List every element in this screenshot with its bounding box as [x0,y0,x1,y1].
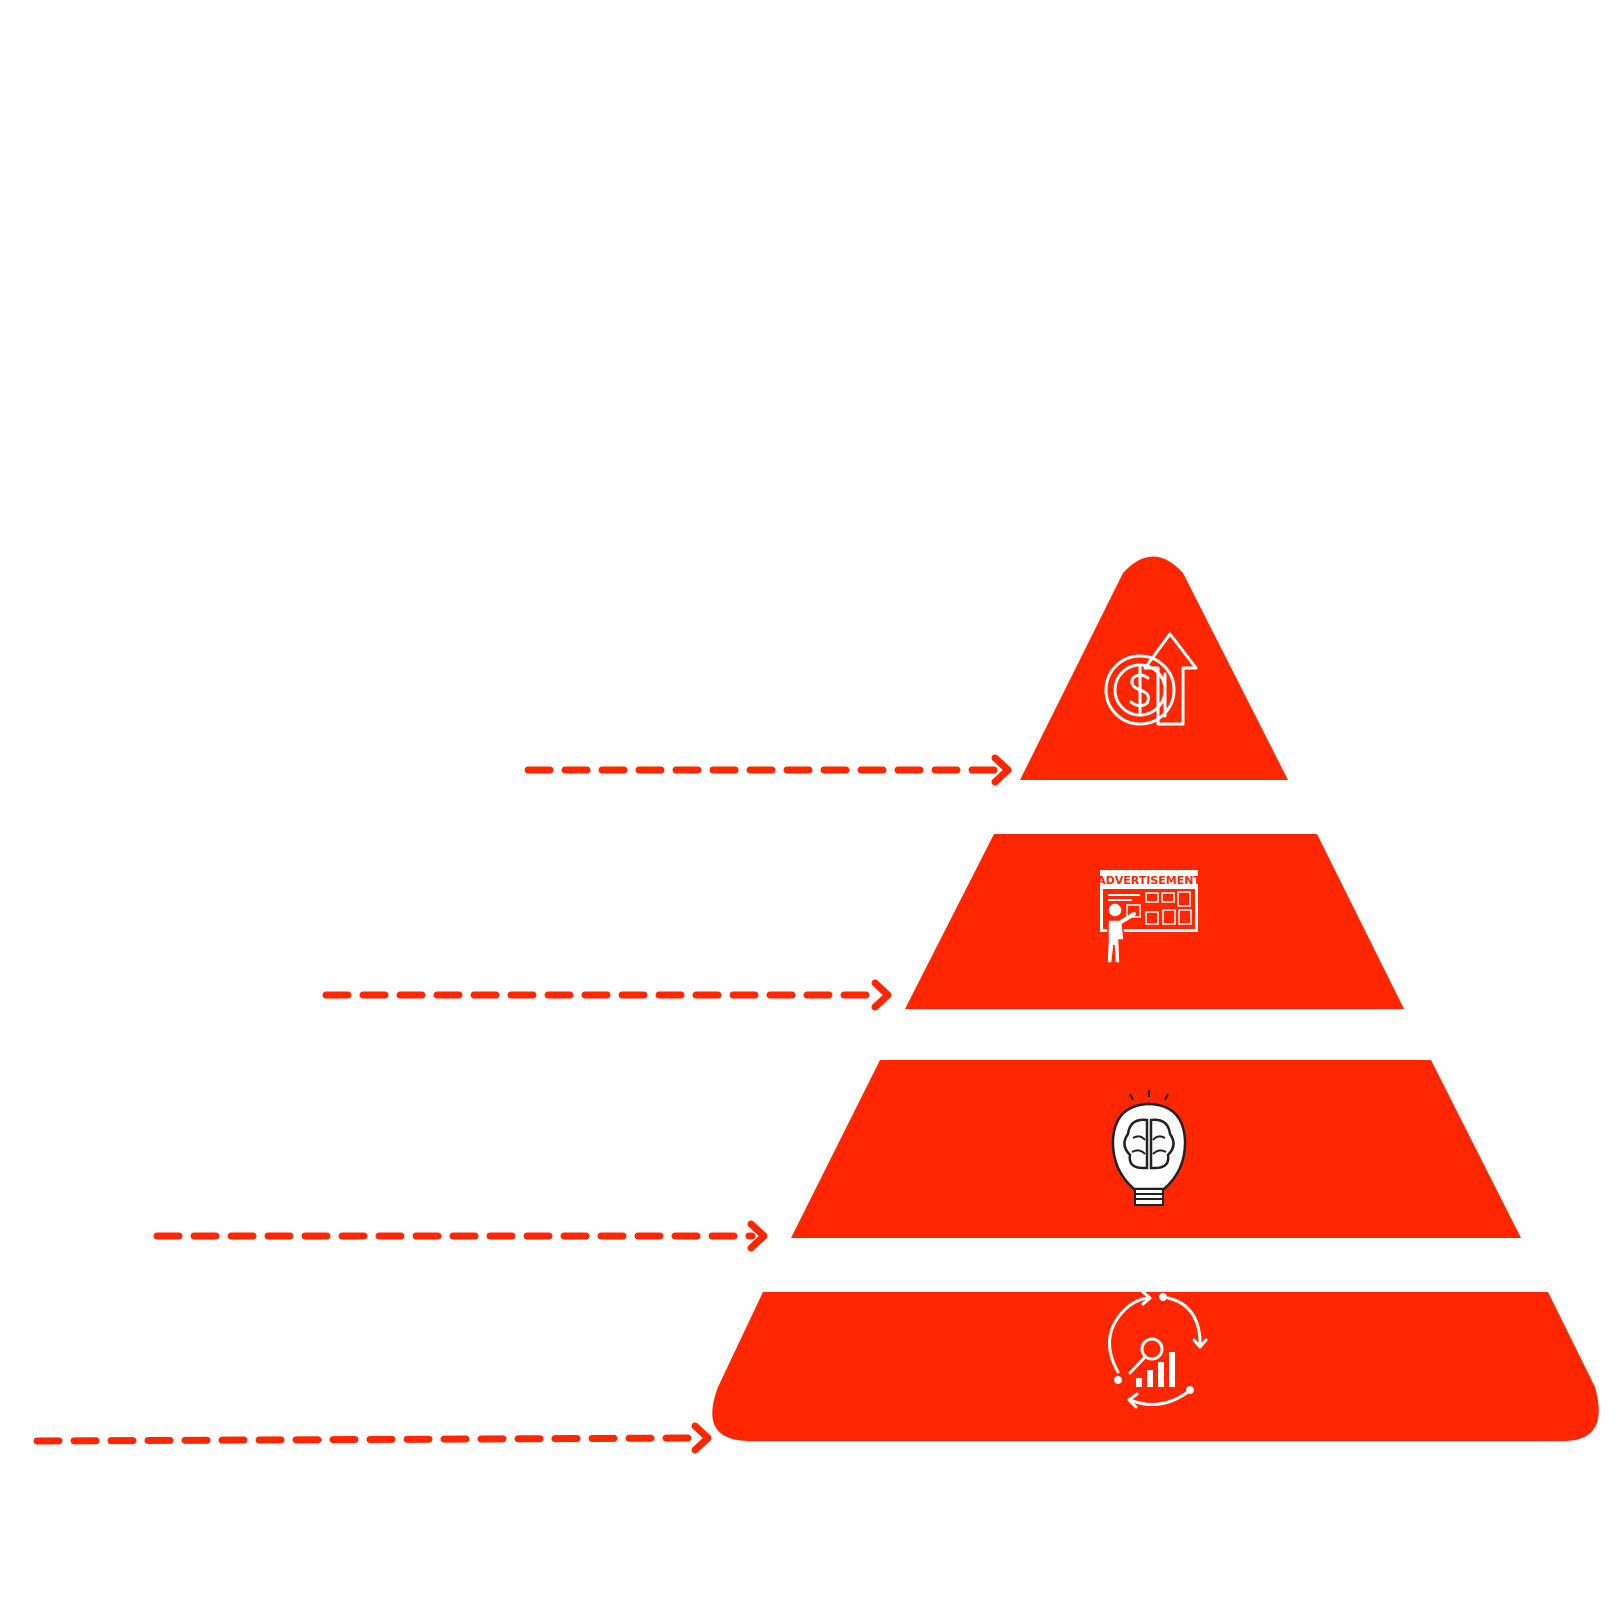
arrow-level-1 [524,754,1012,786]
level-1-caption-line-1: Кратное увеличение прибыли [530,671,1005,705]
advertisement-board-icon: ADVERTISEMENT [1097,870,1201,964]
lightbulb-brain-icon [1111,1090,1187,1206]
level-1-caption: Кратное увеличение прибыли и узнаваемост… [530,672,1030,738]
money-growth-icon [1104,632,1198,726]
pyramid-tier-4 [712,1292,1599,1441]
analytics-cycle-icon [1108,1290,1208,1409]
arrow-level-3 [153,1220,768,1252]
level-1-caption-line-2: и узнаваемости бренда [530,704,903,738]
arrow-level-2 [322,979,892,1011]
arrow-level-4 [33,1422,712,1454]
advertisement-label: ADVERTISEMENT [1097,874,1201,887]
